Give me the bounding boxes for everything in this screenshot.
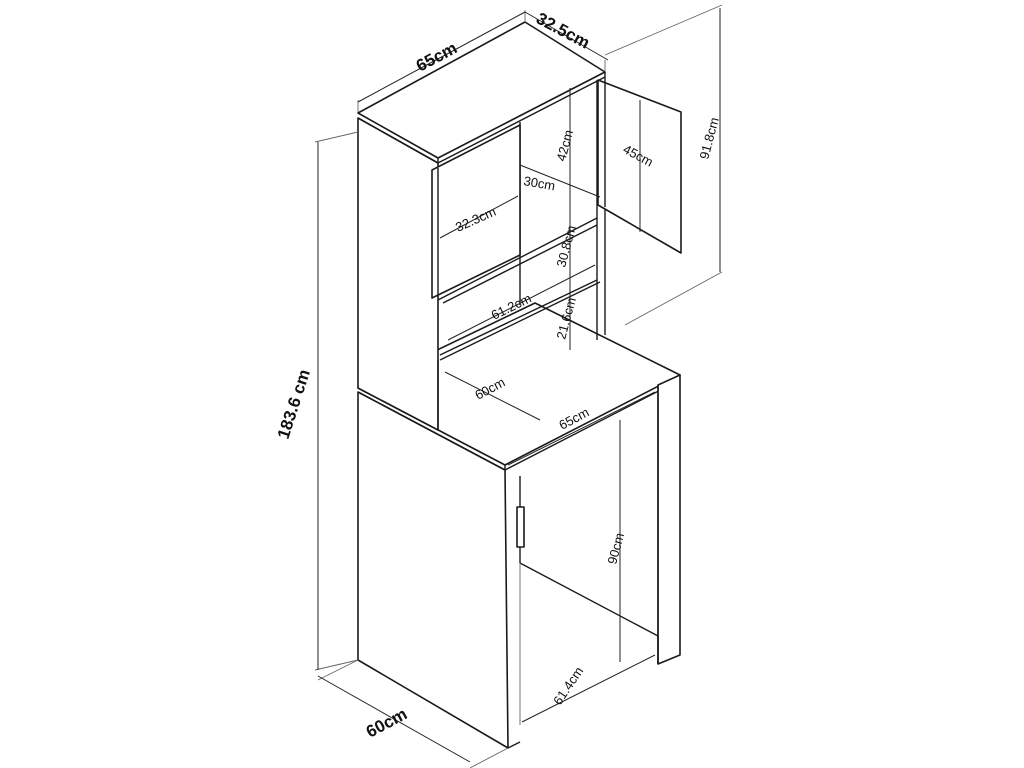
- label-base-depth: 60cm: [363, 704, 410, 741]
- hinge-tab: [516, 506, 525, 548]
- hutch-left-panel: [357, 117, 439, 431]
- dimension-lines: [314, 4, 723, 768]
- label-leg-inner-width: 61.4cm: [550, 664, 586, 708]
- desk-right-panel: [657, 374, 681, 665]
- label-shelf-depth: 30cm: [522, 173, 556, 193]
- label-total-height: 183.6 cm: [274, 367, 314, 441]
- label-hutch-compartment: 42cm: [553, 128, 576, 163]
- label-desk-height: 90cm: [604, 531, 627, 566]
- label-hutch-height: 91.8cm: [696, 116, 722, 161]
- label-shelf-gap: 30.8cm: [553, 224, 579, 269]
